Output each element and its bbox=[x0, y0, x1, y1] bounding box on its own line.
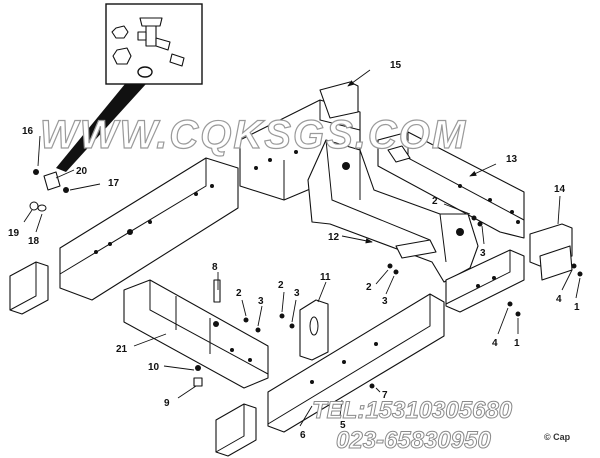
fitting-tee-part bbox=[137, 17, 171, 51]
inset-detail bbox=[105, 3, 203, 85]
fasteners bbox=[29, 169, 583, 389]
callout-3-c: 3 bbox=[294, 288, 300, 299]
callout-20: 20 bbox=[76, 166, 88, 177]
callout-2-b: 2 bbox=[236, 288, 242, 299]
callout-6: 6 bbox=[300, 430, 306, 441]
copyright-stamp: © Cap bbox=[544, 432, 571, 442]
callout-2-c: 2 bbox=[278, 280, 284, 291]
corner-bracket-part bbox=[529, 223, 573, 281]
callout-3-b: 3 bbox=[258, 296, 264, 307]
lower-rail-part bbox=[267, 293, 445, 433]
callout-8: 8 bbox=[212, 262, 218, 273]
callout-2-d: 2 bbox=[366, 282, 372, 293]
callout-2-a: 2 bbox=[432, 196, 438, 207]
o-ring-part bbox=[137, 66, 153, 78]
callout-7: 7 bbox=[382, 390, 388, 401]
callout-18: 18 bbox=[28, 236, 40, 247]
callout-3-d: 3 bbox=[382, 296, 388, 307]
callout-21: 21 bbox=[116, 344, 128, 355]
callout-9: 9 bbox=[164, 398, 170, 409]
callout-10: 10 bbox=[148, 362, 160, 373]
plug-part bbox=[169, 53, 185, 67]
callout-3-a: 3 bbox=[480, 248, 486, 259]
callout-12: 12 bbox=[328, 232, 340, 243]
right-bar-part bbox=[445, 249, 525, 313]
callout-1-a: 1 bbox=[574, 302, 580, 313]
callout-5: 5 bbox=[340, 420, 346, 431]
nut-part bbox=[111, 25, 132, 65]
callout-13: 13 bbox=[506, 154, 518, 165]
callout-17: 17 bbox=[108, 178, 120, 189]
callout-labels: 15 13 12 16 20 17 19 18 2 3 8 2 3 2 3 11… bbox=[8, 60, 580, 441]
watermark-site: WWW.CQKSGS.COM bbox=[40, 113, 467, 157]
callout-16: 16 bbox=[22, 126, 34, 137]
right-rail-part bbox=[377, 131, 525, 239]
callout-4-a: 4 bbox=[556, 294, 562, 305]
callout-14: 14 bbox=[554, 184, 566, 195]
leader-lines bbox=[23, 69, 581, 427]
callout-1-b: 1 bbox=[514, 338, 520, 349]
center-cradle-part bbox=[307, 139, 479, 283]
callout-4-b: 4 bbox=[492, 338, 498, 349]
box-frame-part bbox=[123, 279, 269, 389]
callout-19: 19 bbox=[8, 228, 20, 239]
callout-11: 11 bbox=[320, 272, 331, 283]
inset-pointer bbox=[56, 84, 146, 172]
watermark-tel: TEL:15310305680 bbox=[312, 397, 513, 424]
left-rail-part bbox=[59, 157, 239, 301]
watermark-phone: 023-65830950 bbox=[336, 427, 491, 454]
callout-15: 15 bbox=[390, 60, 402, 71]
left-channel-part bbox=[9, 261, 49, 315]
mount-plate-part bbox=[299, 299, 329, 361]
